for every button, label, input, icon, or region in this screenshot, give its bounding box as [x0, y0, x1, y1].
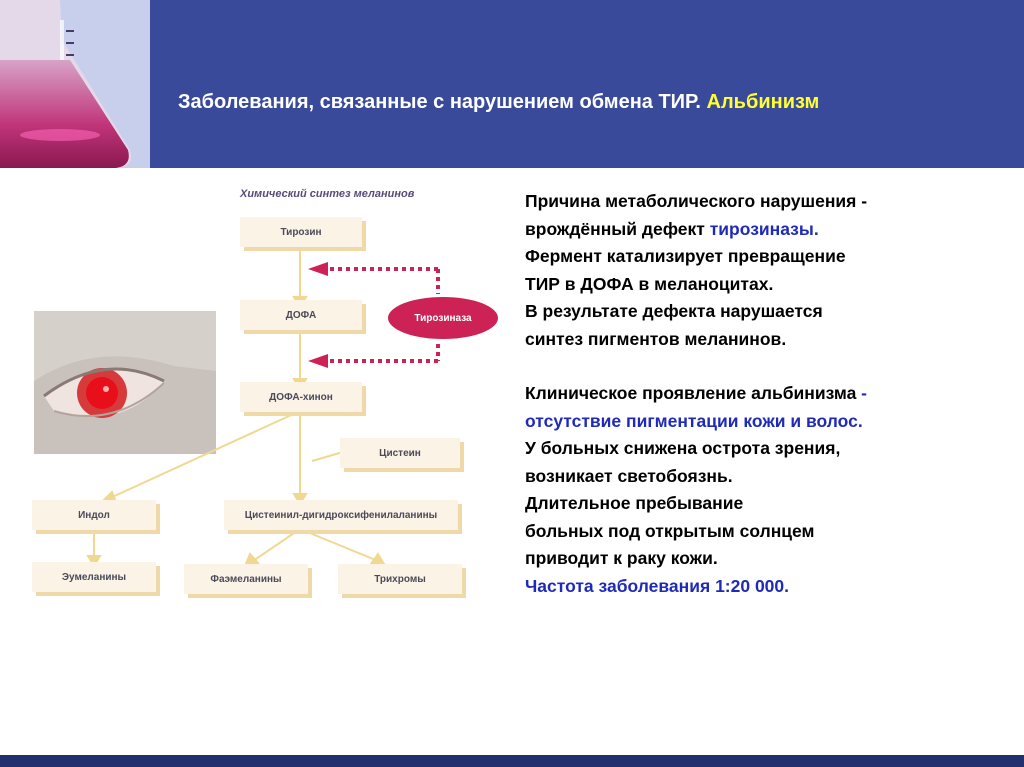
- paragraph-gap: [525, 353, 995, 380]
- cysteine-label: Цистеин: [379, 447, 421, 459]
- dopa-box: ДОФА: [240, 300, 362, 330]
- phaeomelanins-box: Фаэмеланины: [184, 564, 308, 594]
- tyrosine-box: Тирозин: [240, 217, 362, 247]
- text-fragment-blue: тирозиназы.: [709, 218, 819, 239]
- tyrosinase-oval: Тирозиназа: [388, 297, 498, 339]
- cysteinyl-box: Цистеинил-дигидроксифенилаланины: [224, 500, 458, 530]
- indole-box: Индол: [32, 500, 156, 530]
- text-line: отсутствие пигментации кожи и волос.: [525, 410, 863, 431]
- tyrosine-label: Тирозин: [280, 226, 322, 238]
- dopa-label: ДОФА: [285, 309, 317, 321]
- text-line: Длительное пребывание: [525, 493, 744, 513]
- text-line: Клиническое проявление альбинизма -: [525, 380, 995, 408]
- text-line: Фермент катализирует превращение: [525, 246, 846, 266]
- title-highlight: Альбинизм: [706, 91, 820, 113]
- flask-image: [0, 0, 150, 168]
- text-line: Частота заболевания 1:20 000.: [525, 575, 790, 596]
- text-fragment-blue: -: [861, 383, 867, 403]
- text-line: возникает светобоязнь.: [525, 465, 733, 486]
- text-line: У больных снижена острота зрения,: [525, 438, 841, 458]
- eumelanins-label: Эумеланины: [61, 571, 127, 583]
- content-panel: [6, 180, 1016, 750]
- tyrosinase-label: Тирозиназа: [414, 312, 472, 324]
- text-line: врождённый дефект тирозиназы.: [525, 216, 995, 244]
- phaeomelanins-label: Фаэмеланины: [210, 573, 282, 585]
- header-band: Заболевания, связанные с нарушением обме…: [0, 0, 1024, 168]
- eumelanins-box: Эумеланины: [32, 562, 156, 592]
- diagram-title: Химический синтез меланинов: [240, 188, 415, 200]
- text-line: больных под открытым солнцем: [525, 520, 815, 541]
- dopaquinone-label: ДОФА-хинон: [269, 391, 333, 403]
- text-line: Причина метаболического нарушения -: [525, 191, 868, 211]
- cysteinyl-label: Цистеинил-дигидроксифенилаланины: [244, 509, 438, 521]
- text-line: В результате дефекта нарушается: [525, 301, 823, 321]
- trichromes-label: Трихромы: [374, 573, 426, 585]
- text-fragment: Клиническое проявление альбинизма: [525, 383, 862, 403]
- melanin-synthesis-diagram: Химический синтез меланинов Тирозин ДОФА…: [28, 184, 508, 604]
- cysteine-box: Цистеин: [340, 438, 460, 468]
- text-line: синтез пигментов меланинов.: [525, 328, 787, 349]
- slide-title: Заболевания, связанные с нарушением обме…: [178, 91, 819, 114]
- text-line: ТИР в ДОФА в меланоцитах.: [525, 273, 774, 294]
- albino-eye-photo: [34, 311, 216, 454]
- title-main: Заболевания, связанные с нарушением обме…: [178, 91, 701, 113]
- description-text: Причина метаболического нарушения - врож…: [525, 188, 995, 600]
- bottom-bar: [0, 755, 1024, 767]
- text-line: приводит к раку кожи.: [525, 548, 718, 568]
- text-fragment: врождённый дефект: [525, 218, 710, 239]
- dopaquinone-box: ДОФА-хинон: [240, 382, 362, 412]
- indole-label: Индол: [78, 509, 110, 521]
- trichromes-box: Трихромы: [338, 564, 462, 594]
